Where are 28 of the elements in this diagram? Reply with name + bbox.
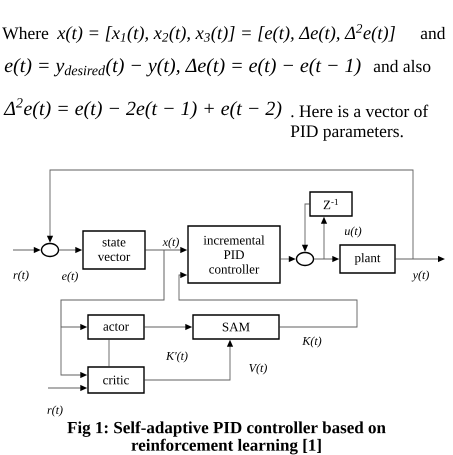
body-text: . Here is a vector of PID parameters. — [290, 104, 428, 141]
body-text: Where — [2, 26, 48, 40]
process-box: SAM — [192, 314, 280, 340]
signal-label: x(t) — [162, 236, 180, 250]
connector-line — [108, 339, 110, 367]
formula: e(t) = y$_{desired}$(t) − y(t), Δe(t) = e(t) − e(t − 1) — [4, 58, 361, 76]
arrow — [178, 272, 358, 328]
signal-label: r(t) — [46, 404, 64, 418]
summing-junction — [40, 242, 60, 258]
formula: Δ$^{2}$e(t) = e(t) − 2e(t − 1) + e(t − 2) — [4, 98, 282, 120]
process-box: Z$^{-1}$ — [309, 191, 353, 217]
signal-label: r(t) — [12, 270, 30, 282]
process-box: critic — [87, 366, 145, 394]
figure-caption: Fig 1: Self-adaptive PID controller based on reinforcement learning [1] — [67, 421, 386, 454]
signal-label: y(t) — [412, 270, 430, 282]
process-box: plant — [339, 244, 396, 274]
formula: x(t) = [x$_{1}$(t), x$_{2}$(t), x$_{3}$(t)] = [e(t), Δe(t), Δ$^{2}$e(t)] — [56, 24, 395, 43]
summing-junction — [296, 252, 314, 266]
signal-label: V(t) — [248, 362, 268, 376]
signal-label: K'(t) — [165, 350, 189, 364]
body-text: and also — [374, 60, 430, 72]
process-box: state vector — [82, 230, 146, 270]
body-text: and — [420, 26, 446, 40]
process-box: actor — [87, 314, 145, 340]
signal-label: e(t) — [61, 270, 79, 284]
process-box: incremental PID controller — [187, 225, 281, 284]
signal-label: K(t) — [302, 336, 322, 348]
signal-label: u(t) — [344, 226, 362, 238]
